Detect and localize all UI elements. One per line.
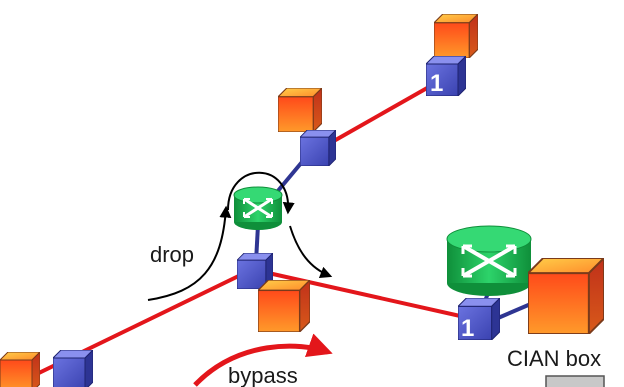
node-marker-right: 1	[461, 315, 474, 342]
bypass-arrow	[193, 333, 333, 387]
placeholder-box	[545, 375, 605, 387]
node-marker-top: 1	[430, 70, 443, 97]
cian-box-icon	[528, 258, 604, 334]
optical-router-icon	[446, 225, 532, 296]
traffic-arrows	[147, 171, 333, 301]
orange-box-icon	[0, 352, 40, 387]
drop-arrow-in	[147, 205, 232, 301]
link-mid-right	[254, 268, 479, 322]
link-lower-left	[9, 266, 256, 387]
fiber-links	[9, 73, 479, 387]
blue-box-icon	[53, 350, 93, 387]
bypass-label: bypass	[228, 363, 298, 387]
cian-box-label: CIAN box	[507, 346, 601, 371]
orange-box-icon	[434, 14, 478, 58]
continue-arrow	[289, 225, 333, 279]
orange-box-icon	[258, 280, 310, 332]
blue-box-icon	[300, 130, 336, 166]
optical-router-icon	[233, 186, 283, 230]
drop-label: drop	[150, 242, 194, 267]
loop-arrow	[227, 171, 295, 215]
orange-box-icon	[278, 88, 322, 132]
